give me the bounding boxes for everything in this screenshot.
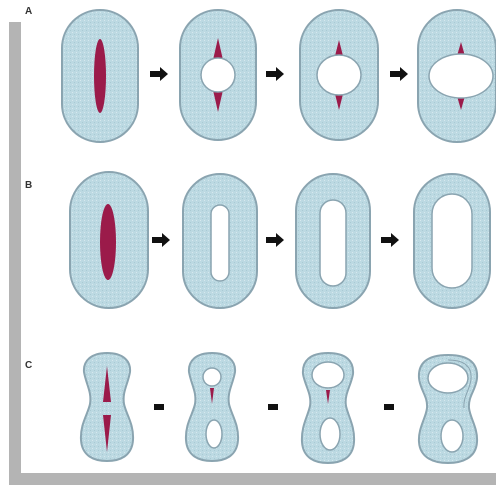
row-a-cell-4	[418, 10, 496, 142]
arrow-a2	[266, 67, 284, 81]
arrow-a1	[150, 67, 168, 81]
arrow-c2	[268, 404, 278, 410]
hole	[201, 58, 235, 92]
row-label-c: C	[25, 360, 32, 371]
row-b-cell-3	[296, 174, 370, 308]
hole-bottom	[441, 420, 463, 452]
lesion-slit	[94, 39, 106, 113]
row-label-b: B	[25, 180, 32, 191]
hole	[320, 200, 346, 286]
row-a	[62, 10, 496, 142]
hole	[429, 54, 493, 98]
hole-bottom	[320, 418, 340, 450]
hole	[432, 194, 472, 288]
row-a-cell-3	[300, 10, 378, 140]
row-b-cell-4	[414, 174, 490, 308]
hole-top	[312, 362, 344, 388]
row-c-cell-4	[419, 355, 477, 463]
row-a-cell-2	[180, 10, 256, 140]
row-c-cell-1	[81, 353, 133, 461]
arrow-a3	[390, 67, 408, 81]
arrow-b2	[266, 233, 284, 247]
arrow-c1	[154, 404, 164, 410]
row-a-cell-1	[62, 10, 138, 142]
row-label-a: A	[25, 6, 32, 17]
hole	[317, 55, 361, 95]
hole	[211, 205, 229, 281]
row-c-cell-3	[302, 353, 354, 463]
frame-bottom-bar	[9, 473, 496, 485]
row-c-cell-2	[186, 353, 238, 461]
hole-top	[203, 368, 221, 386]
row-b-cell-2	[183, 174, 257, 308]
hole-top	[428, 363, 468, 393]
arrow-c3	[384, 404, 394, 410]
arrow-b1	[152, 233, 170, 247]
row-b	[70, 172, 490, 308]
lesion-slit	[100, 204, 116, 280]
row-c	[81, 353, 477, 463]
row-b-cell-1	[70, 172, 148, 308]
arrow-b3	[381, 233, 399, 247]
hole-bottom	[206, 420, 222, 448]
frame-left-bar	[9, 22, 21, 484]
